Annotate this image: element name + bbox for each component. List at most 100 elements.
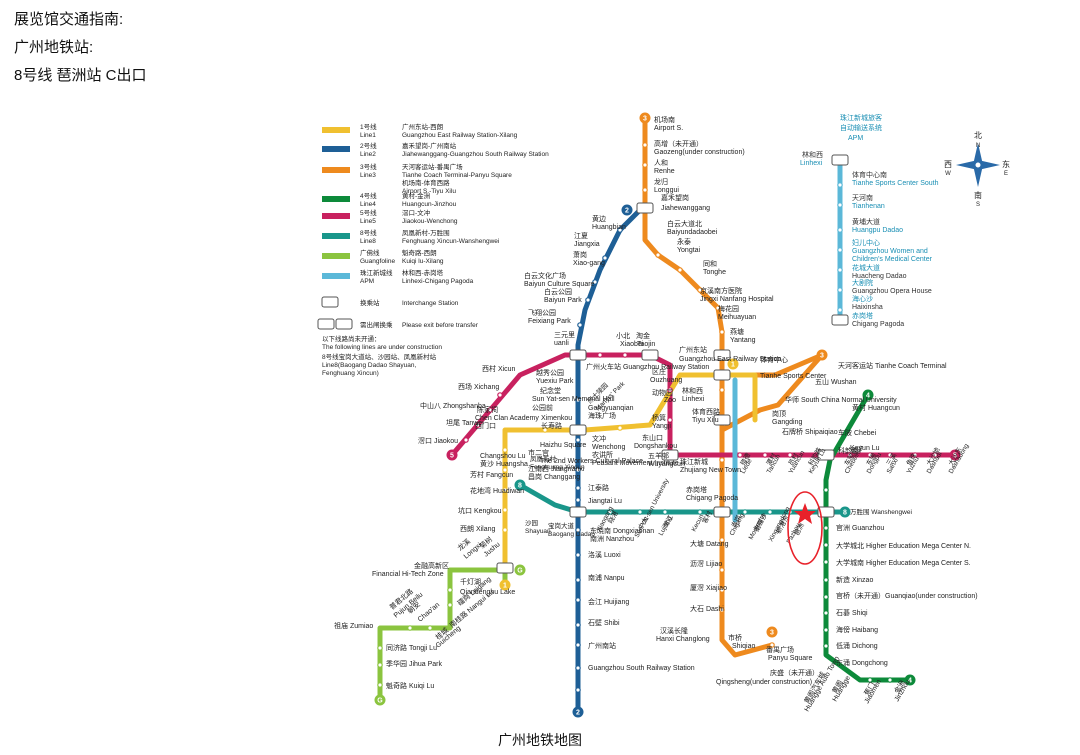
station-label: 大石 Dashi: [690, 604, 724, 613]
station-label: 石牌桥 Shipaiqiao: [782, 427, 838, 436]
station-dot: [932, 452, 938, 458]
station-label: 纪念堂: [540, 386, 561, 395]
station-label: 科韵路: [838, 446, 859, 455]
station-label: Yuexiu Park: [536, 378, 574, 385]
station-label: Haizhu Square: [540, 442, 586, 449]
station-label: Airport S.: [654, 125, 683, 132]
interchange-station-icon: [636, 202, 654, 214]
station-label: 官桥（未开通）Guanqiao(under construction): [836, 591, 978, 600]
station-dot: [502, 507, 508, 513]
legend-under-construction-en: Line8(Baogang Dadao Shayuan,: [322, 362, 417, 369]
station-label: 华师 South China Normal University: [785, 395, 897, 404]
line-terminal-badge: [727, 358, 739, 370]
station-dot: [642, 142, 648, 148]
legend-swatch: [322, 167, 350, 173]
station-label: Sun Yat-sen Memorial Hall: [532, 396, 615, 403]
station-dot: [607, 509, 613, 515]
legend-interchange-en: Interchange Station: [402, 300, 459, 307]
compass-west-en: W: [945, 171, 951, 177]
station-label: 大塘 Datang: [690, 539, 729, 548]
station-label: 天河南: [852, 193, 873, 202]
station-label: 越秀公园: [536, 368, 564, 377]
station-label: Huangbian: [592, 224, 626, 231]
station-label: 祖庙 Zumiao: [334, 621, 373, 630]
station-label: Gongyuanqian: [588, 405, 634, 412]
station-dot: [585, 297, 591, 303]
station-label: Shayuan: [525, 528, 551, 535]
station-label: 京溪南方医院: [700, 286, 742, 295]
station-dot: [677, 267, 683, 273]
station-dot: [719, 387, 725, 393]
legend-line-name: 4号线: [360, 191, 377, 200]
station-label: Baiyundadaobei: [667, 229, 718, 236]
station-dot: [377, 662, 383, 668]
station-label: 白云文化广场: [524, 271, 566, 280]
legend-line-name: 1号线: [360, 122, 377, 131]
station-dot: [719, 537, 725, 543]
compass-south-en: S: [976, 202, 980, 208]
station-label: 三元里: [554, 331, 575, 339]
station-dot: [667, 417, 673, 423]
station-label: 赤岗塔: [686, 485, 707, 494]
station-dot: [823, 542, 829, 548]
station-label: 嘉禾望岗: [661, 193, 689, 202]
station-label: 五羊邨: [648, 451, 669, 460]
apm-title: 珠江新城旅客: [840, 113, 882, 122]
station-label: 东山口: [642, 433, 663, 442]
legend-under-construction: 8号线宝岗大道站、沙园站、凤凰新村站: [322, 352, 437, 361]
station-label: Baogang Dadao: [548, 531, 595, 538]
station-dot: [662, 509, 668, 515]
station-label: 白云公园: [544, 287, 572, 296]
station-dot: [575, 397, 581, 403]
station-label: 中山八 Zhongshanba: [420, 401, 486, 410]
station-dot: [719, 587, 725, 593]
line-number-label: G: [517, 568, 523, 575]
line-terminal-badge: [572, 706, 584, 718]
station-dot: [823, 643, 829, 649]
interchange-station-icon: [661, 449, 679, 461]
station-dot: [823, 594, 829, 600]
station-label: Guangzhou South Railway Station: [588, 665, 695, 672]
line2: [575, 207, 643, 713]
station-dot: [837, 267, 843, 273]
legend-line-name-en: Line8: [360, 238, 376, 245]
station-label: 南洲 Nanzhou: [590, 534, 634, 543]
station-label: Jiangxia: [574, 241, 600, 248]
line-number-label: 4: [908, 678, 912, 685]
station-dot: [823, 559, 829, 565]
station-label: Wuyangcun: [648, 461, 685, 468]
station-dot: [575, 437, 581, 443]
legend-line-name: 珠江新城线: [360, 268, 393, 277]
legend-line-route: 黄村-金洲: [402, 191, 430, 200]
station-label: Fenghuang Xincun: [530, 464, 585, 471]
legend-line-name-en: Line3: [360, 172, 376, 179]
station-dot: [719, 567, 725, 573]
station-label: Tianhenan: [852, 203, 885, 210]
station-label: 西村 Xicun: [482, 364, 516, 373]
station-label: 萧岗: [573, 250, 587, 259]
station-dot: [637, 509, 643, 515]
station-label: 滘口 Jiaokou: [418, 436, 458, 445]
station-label: 林和西: [682, 386, 703, 395]
station-label: Ximenkou: [541, 415, 572, 422]
legend-line-route-en: Kuiqi lu-Xilang: [402, 258, 444, 265]
station-dot: [592, 279, 598, 285]
legend-line-route-en: Jiahewanggang-Guangzhou South Railway St…: [402, 151, 549, 158]
station-label: Baiyun Culture Square: [524, 281, 595, 288]
station-dot: [447, 602, 453, 608]
station-dot: [787, 452, 793, 458]
station-dot: [719, 607, 725, 613]
station-dot: [742, 509, 748, 515]
station-dot: [837, 182, 843, 188]
station-label: 白云大道北: [667, 219, 702, 228]
station-dot: [823, 577, 829, 583]
legend-line-name-en: Guangfoline: [360, 258, 395, 265]
station-label: 珠江新城: [680, 457, 708, 466]
station-label: Ouzhuang: [650, 377, 682, 384]
compass-north-en: N: [976, 143, 980, 149]
station-dot: [837, 307, 843, 313]
station-label: 千灯湖: [460, 577, 481, 586]
station-label: Haixinsha: [852, 304, 883, 311]
line4: [823, 392, 913, 683]
station-label: 高增（未开通）: [654, 139, 703, 148]
